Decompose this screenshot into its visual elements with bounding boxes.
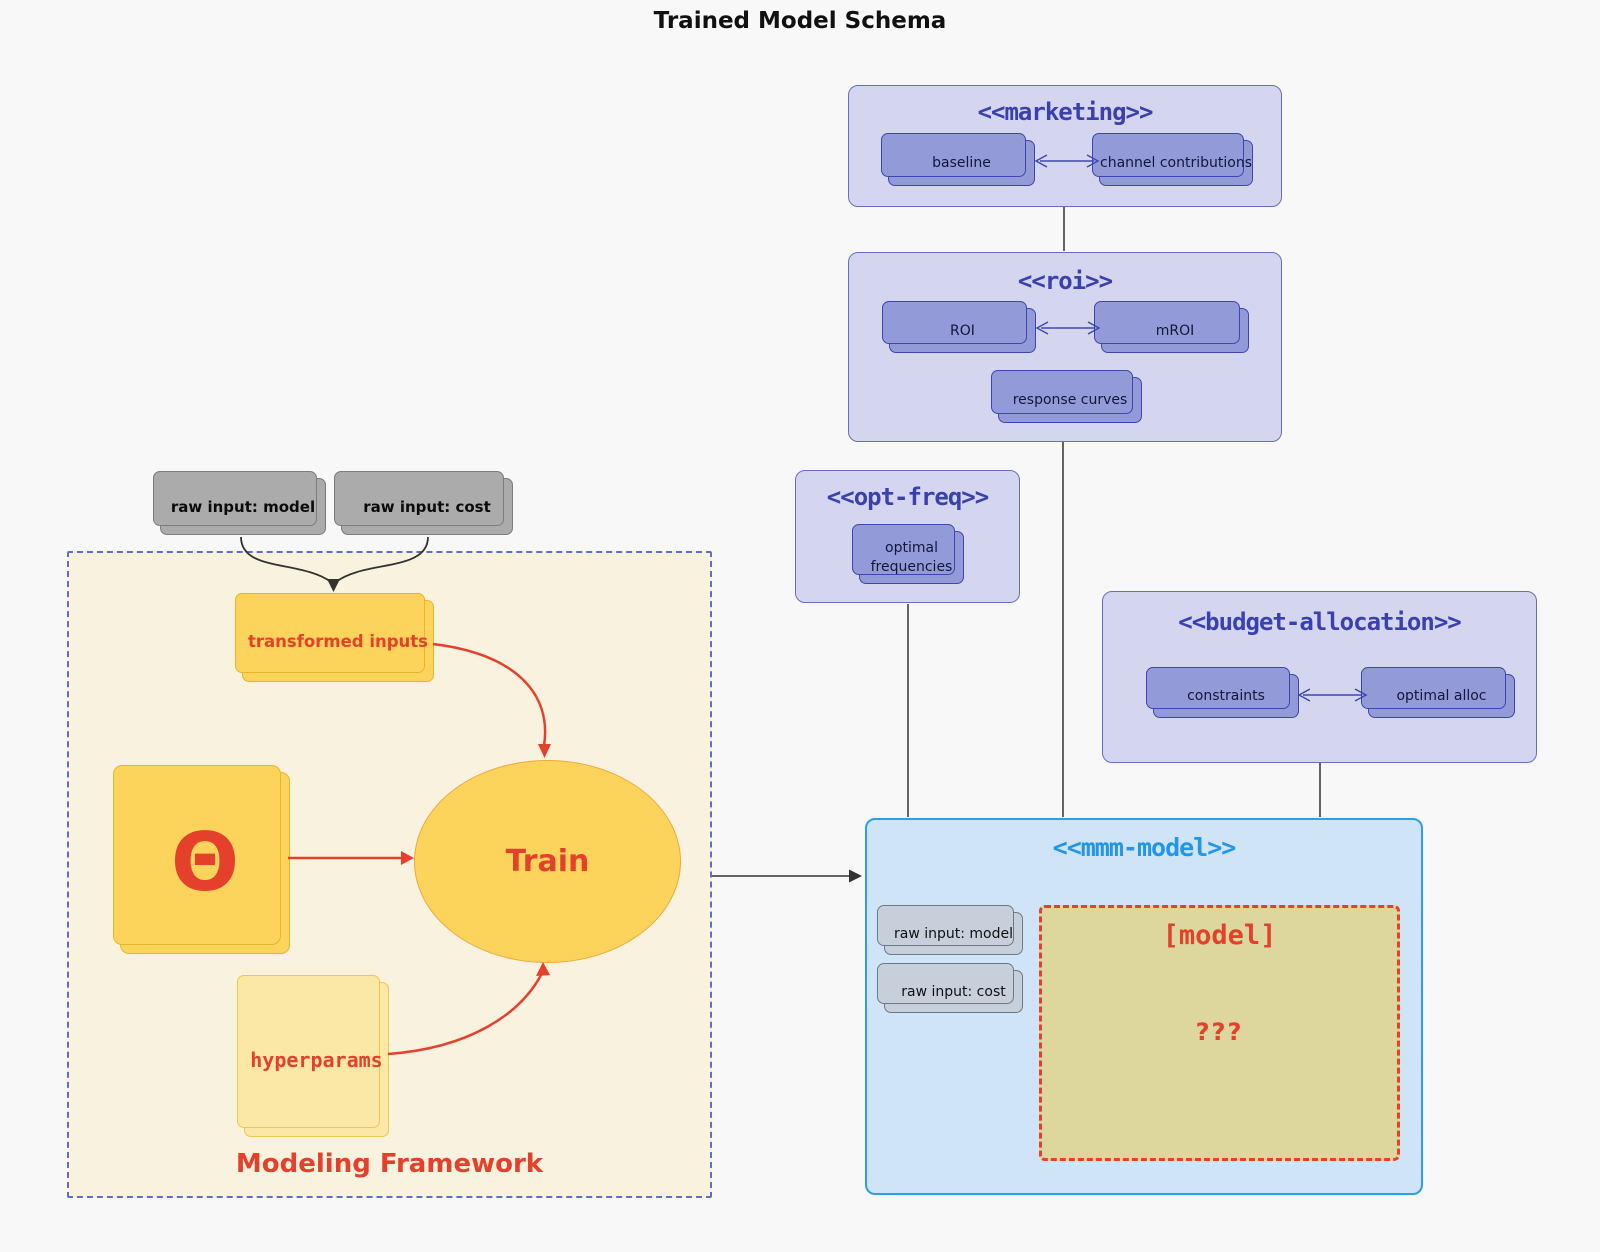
arrowhead-framework-mmm xyxy=(849,869,862,883)
node-constraints: constraints xyxy=(1146,667,1299,718)
group-modeling-framework: transformed inputs Θ Train hyperparams M… xyxy=(67,551,712,1198)
group-marketing: <<marketing>> baseline channel contribut… xyxy=(848,85,1282,207)
modeling-framework-label: Modeling Framework xyxy=(235,1149,544,1179)
node-raw-input-model: raw input: model xyxy=(153,471,326,535)
group-budget-allocation: <<budget-allocation>> constraints optima… xyxy=(1102,591,1537,763)
node-response-curves-label: response curves xyxy=(1012,392,1128,408)
node-baseline-label: baseline xyxy=(932,155,991,171)
node-mroi-label: mROI xyxy=(1155,322,1195,339)
node-mmm-raw-input-cost: raw input: cost xyxy=(877,963,1023,1013)
model-box-label: [model] xyxy=(1162,920,1277,951)
node-roi: ROI xyxy=(882,301,1036,353)
model-box-unknown: ??? xyxy=(1195,1018,1244,1046)
group-marketing-title: <<marketing>> xyxy=(977,98,1154,126)
page-title: Trained Model Schema xyxy=(653,8,947,34)
node-theta: Θ xyxy=(113,765,290,954)
node-hyperparams: hyperparams xyxy=(237,975,389,1137)
node-model-placeholder-box: [model] ??? xyxy=(1039,905,1400,1161)
node-raw-input-model-label: raw input: model xyxy=(170,497,316,516)
group-opt-freq: <<opt-freq>> optimal frequencies xyxy=(795,470,1020,603)
node-mroi: mROI xyxy=(1094,301,1249,353)
node-train-label: Train xyxy=(505,844,590,879)
node-raw-input-cost: raw input: cost xyxy=(334,471,513,535)
node-mmm-raw-input-model-label: raw input: model xyxy=(893,925,1013,942)
group-budget-allocation-title: <<budget-allocation>> xyxy=(1178,608,1461,636)
node-baseline: baseline xyxy=(881,133,1035,186)
node-mmm-raw-input-model: raw input: model xyxy=(877,905,1023,955)
group-opt-freq-title: <<opt-freq>> xyxy=(826,483,989,511)
node-transformed-inputs-label: transformed inputs xyxy=(248,631,428,651)
theta-symbol: Θ xyxy=(170,816,239,909)
node-constraints-label: constraints xyxy=(1187,688,1265,704)
node-channel-contributions: channel contributions xyxy=(1092,133,1253,186)
group-mmm-model: <<mmm-model>> raw input: model raw input… xyxy=(865,818,1423,1195)
node-channel-contributions-label: channel contributions xyxy=(1100,155,1252,171)
node-raw-input-cost-label: raw input: cost xyxy=(363,497,491,516)
node-roi-label: ROI xyxy=(950,322,975,339)
node-optimal-alloc: optimal alloc xyxy=(1361,667,1515,718)
node-optimal-alloc-label: optimal alloc xyxy=(1396,688,1487,704)
node-optimal-frequencies-label: optimal frequencies xyxy=(870,540,953,575)
node-hyperparams-label: hyperparams xyxy=(250,1047,383,1072)
group-roi: <<roi>> ROI mROI response curves xyxy=(848,252,1282,442)
node-transformed-inputs: transformed inputs xyxy=(235,593,434,682)
node-train: Train xyxy=(414,760,681,963)
node-response-curves: response curves xyxy=(991,370,1142,423)
group-roi-title: <<roi>> xyxy=(1017,267,1113,295)
node-optimal-frequencies: optimal frequencies xyxy=(852,524,964,584)
node-mmm-raw-input-cost-label: raw input: cost xyxy=(901,983,1006,1000)
group-mmm-model-title: <<mmm-model>> xyxy=(1052,833,1237,862)
